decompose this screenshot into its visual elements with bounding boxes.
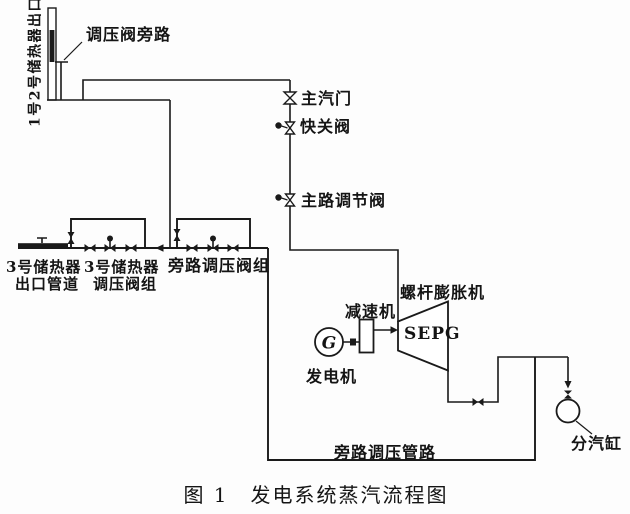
quick-close-valve-label: 快关阀 [300,117,351,136]
bypass-regulating-pipe [267,248,536,461]
main-regulating-actuator-icon [275,194,282,201]
generator-symbol-letter: G [322,334,337,354]
main-steam-pipe [82,79,399,322]
quick-close-valve-icon [284,121,296,135]
storage-header-pipe [47,99,171,248]
storage3-group-loop-pipe [70,218,146,248]
gate-valve-icon [125,244,137,252]
main-steam-valve-label: 主汽门 [301,89,352,108]
gate-valve-icon [186,244,198,252]
main-regulating-valve-label: 主路调节阀 [301,191,386,210]
gate-valve-icon [84,244,96,252]
pipe-vent-tick [37,237,47,243]
bypass-group-label: 旁路调压阀组 [167,256,270,275]
regulating-valve-actuator-icon [210,235,216,242]
steam-header-label: 分汽缸 [571,434,622,453]
steam-header-leader-line [575,420,593,435]
regulator-bypass-leader-line [63,41,83,61]
screw-expander-label: 螺杆膨胀机 [400,283,485,302]
regulating-valve-actuator-icon [107,235,113,242]
gearbox-box [358,318,375,354]
shaft-coupling-icon [350,338,356,346]
storage-3-group-label-row1: 3号储热器 [84,258,159,276]
regulator-bypass-label: 调压阀旁路 [86,25,171,44]
storage-1-2-outlet-label: 1号2号储热器出口 [27,0,44,127]
quick-close-actuator-link [281,125,288,129]
quick-close-actuator-icon [275,122,282,129]
storage-3-group-label-row2: 调压阀组 [93,275,157,293]
storage-3-outlet-pipe [18,243,68,249]
main-regulating-actuator-link [281,197,288,201]
screw-expander-body [397,300,449,372]
main-steam-valve-icon [282,91,298,105]
regulator-bypass-pipe [55,61,68,100]
storage-3-outlet-label-row1: 3号储热器 [6,258,81,276]
main-regulating-valve-icon [284,193,296,207]
storage-1-2-outlet-pipe-fill [49,30,55,62]
gate-valve-icon [227,244,239,252]
bypass-line-label: 旁路调压管路 [333,443,436,462]
flow-arrow-icon [564,381,572,389]
storage3-loop-valve-icon [67,232,75,244]
steam-header-valve-icon [564,390,572,399]
steam-header-icon [555,398,581,424]
gearbox-label: 减速机 [345,302,396,321]
storage-3-outlet-label-row2: 出口管道 [15,275,79,293]
check-valve-icon [155,244,164,252]
shaft-arrow-icon [390,326,398,334]
exhaust-gate-valve-icon [472,398,484,406]
sepg-label: SEPG [404,324,461,344]
exhaust-pipe [447,356,569,403]
bypass-loop-valve-icon [173,229,181,241]
generator-label: 发电机 [305,367,357,386]
figure-caption: 图 1 发电系统蒸汽流程图 [183,483,448,507]
